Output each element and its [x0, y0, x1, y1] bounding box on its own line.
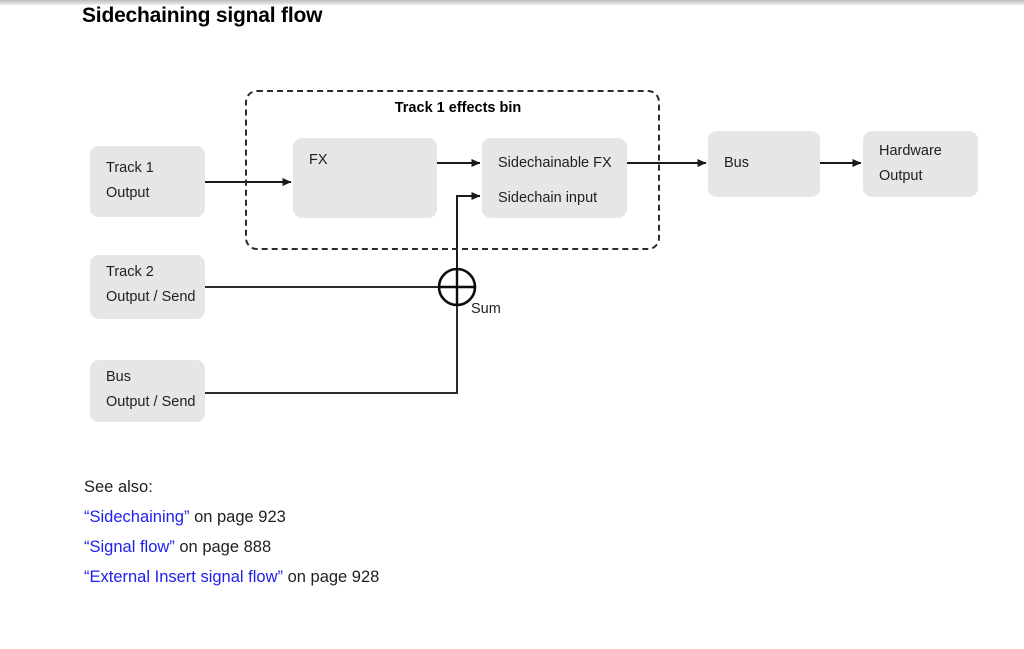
- node-track2-output-send[interactable]: Track 2 Output / Send: [90, 255, 205, 319]
- node-sidechainable-fx-label: Sidechainable FX: [498, 155, 612, 171]
- cross-reference-link-external-insert-signal-flow[interactable]: “External Insert signal flow”: [84, 568, 283, 586]
- cross-reference-item: “Sidechaining” on page 923: [84, 508, 784, 527]
- sum-node-label: Sum: [471, 301, 501, 317]
- node-bus-label: Bus: [724, 155, 749, 171]
- node-bus-output-send[interactable]: Bus Output / Send: [90, 360, 205, 422]
- node-fx-label: FX: [309, 152, 328, 168]
- window-chrome-strip: [0, 0, 1024, 5]
- wire-busout-to-sum: [205, 305, 458, 394]
- node-busout-line1: Bus: [106, 369, 131, 385]
- node-hardware-output-line1: Hardware: [879, 143, 942, 159]
- node-sidechainable-fx[interactable]: Sidechainable FX Sidechain input: [482, 138, 627, 218]
- node-hardware-output-line2: Output: [879, 168, 923, 184]
- signal-flow-diagram: Track 1 effects bin Track 1 Output FX Si…: [90, 90, 978, 422]
- node-sidechain-input-label: Sidechain input: [498, 190, 598, 206]
- node-track1-output-line2: Output: [106, 185, 150, 201]
- node-hardware-output[interactable]: Hardware Output: [863, 131, 978, 197]
- node-busout-line2: Output / Send: [106, 394, 196, 410]
- node-track1-output[interactable]: Track 1 Output: [90, 146, 205, 217]
- node-track1-output-line1: Track 1: [106, 160, 154, 176]
- node-fx[interactable]: FX: [293, 138, 437, 218]
- cross-reference-page-signal-flow: on page 888: [174, 538, 272, 556]
- see-also-section: See also: “Sidechaining” on page 923 “Si…: [84, 478, 784, 598]
- see-also-heading: See also:: [84, 478, 153, 496]
- node-bus[interactable]: Bus: [708, 131, 820, 197]
- node-track2-line2: Output / Send: [106, 289, 196, 305]
- track1-effects-bin: [245, 90, 660, 250]
- cross-reference-item: “External Insert signal flow” on page 92…: [84, 568, 784, 587]
- sum-node-icon: [437, 267, 477, 307]
- cross-reference-page-sidechaining: on page 923: [189, 508, 286, 526]
- track1-effects-bin-label: Track 1 effects bin: [394, 100, 522, 116]
- cross-reference-link-sidechaining[interactable]: “Sidechaining”: [84, 508, 190, 526]
- cross-reference-page-external-insert-signal-flow: on page 928: [283, 568, 380, 586]
- page-title: Sidechaining signal flow: [82, 4, 323, 27]
- cross-reference-item: “Signal flow” on page 888: [84, 538, 784, 557]
- cross-reference-link-signal-flow[interactable]: “Signal flow”: [84, 538, 175, 556]
- node-track2-line1: Track 2: [106, 264, 154, 280]
